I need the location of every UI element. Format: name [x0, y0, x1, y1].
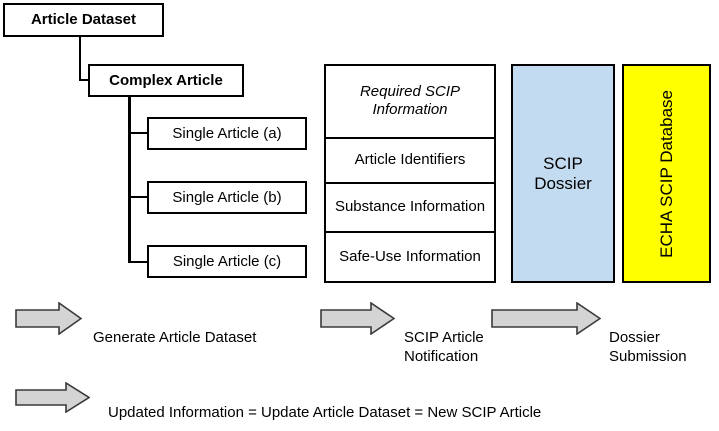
flow-label-generate-article-dataset-text: Generate Article Dataset — [93, 328, 257, 346]
right-arrow-icon — [491, 302, 601, 335]
scip-table-header-label: Required SCIP Information — [359, 83, 461, 119]
box-complex-article: Complex Article — [88, 64, 244, 97]
scip-information-table: Required SCIP Information Article Identi… — [324, 64, 496, 283]
box-echa-scip-database-label: ECHA SCIP Database — [656, 89, 676, 258]
scip-table-row-article-identifiers-label: Article Identifiers — [354, 151, 466, 169]
scip-table-row-safe-use-information-label: Safe-Use Information — [339, 247, 481, 265]
right-arrow-icon — [320, 302, 395, 335]
box-single-article-c: Single Article (c) — [147, 245, 307, 278]
connector-root-horizontal — [79, 79, 90, 81]
right-arrow-icon — [15, 302, 82, 335]
connector-branch-a — [128, 132, 149, 134]
box-complex-article-label: Complex Article — [109, 71, 223, 89]
box-scip-dossier-label: SCIP Dossier — [534, 153, 592, 193]
box-single-article-a: Single Article (a) — [147, 117, 307, 150]
scip-table-row-substance-information: Substance Information — [326, 181, 494, 231]
box-single-article-c-label: Single Article (c) — [172, 252, 282, 270]
scip-table-row-safe-use-information: Safe-Use Information — [326, 230, 494, 281]
scip-table-row-substance-information-label: Substance Information — [334, 198, 486, 216]
box-article-dataset: Article Dataset — [3, 3, 164, 37]
connector-branch-b — [128, 196, 149, 198]
box-echa-scip-database: ECHA SCIP Database — [622, 64, 711, 283]
right-arrow-icon — [15, 382, 90, 413]
scip-table-header: Required SCIP Information — [326, 66, 494, 137]
footer-note: Updated Information = Update Article Dat… — [108, 380, 541, 431]
flow-label-dossier-submission: Dossier Submission — [609, 310, 701, 366]
flow-label-dossier-submission-text: Dossier Submission — [609, 328, 687, 365]
box-scip-dossier: SCIP Dossier — [511, 64, 615, 283]
box-single-article-b: Single Article (b) — [147, 181, 307, 214]
flow-label-scip-article-notification-text: SCIP Article Notification — [404, 328, 484, 365]
flow-label-generate-article-dataset: Generate Article Dataset — [93, 310, 256, 348]
box-single-article-a-label: Single Article (a) — [172, 124, 282, 142]
box-article-dataset-label: Article Dataset — [30, 11, 137, 29]
connector-root-vertical — [79, 37, 81, 81]
footer-note-line1: Updated Information = Update Article Dat… — [108, 403, 542, 421]
connector-branch-c — [128, 261, 149, 263]
box-single-article-b-label: Single Article (b) — [172, 188, 282, 206]
connector-complex-vertical — [128, 97, 131, 263]
scip-table-row-article-identifiers: Article Identifiers — [326, 136, 494, 182]
flow-label-scip-article-notification: SCIP Article Notification — [404, 310, 490, 366]
